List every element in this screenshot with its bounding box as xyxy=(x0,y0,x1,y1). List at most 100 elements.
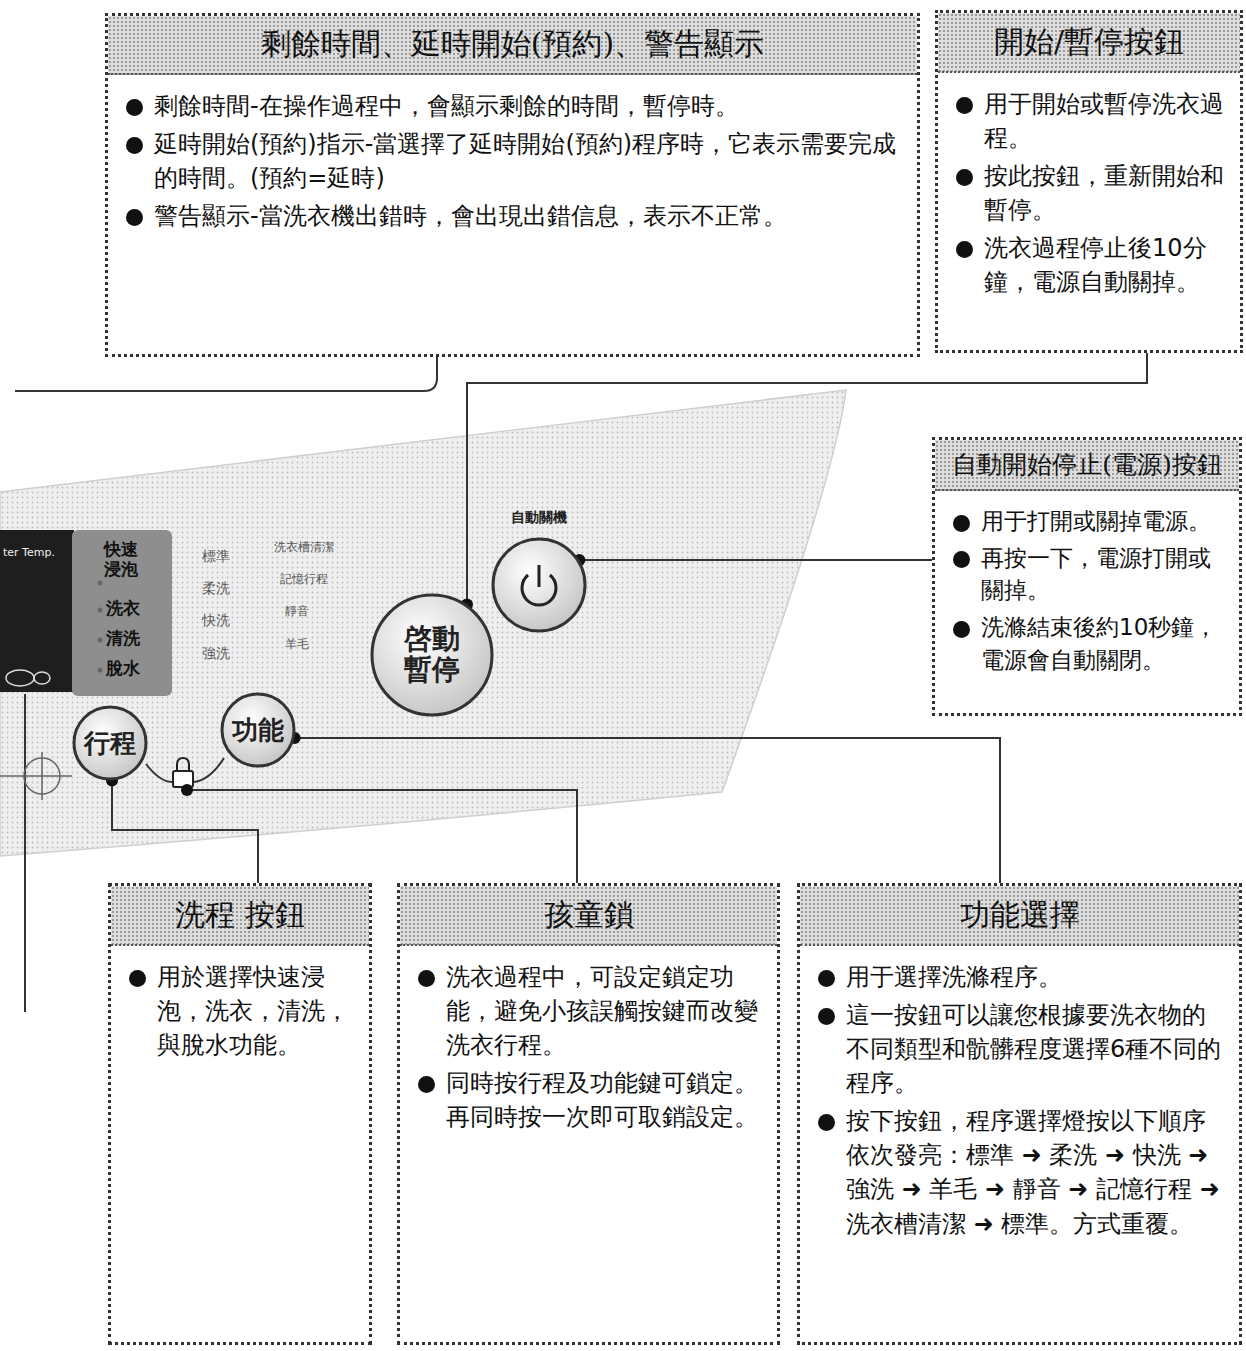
temp-knob-marks xyxy=(6,670,50,686)
bullet-item: 用于開始或暫停洗衣過程。 xyxy=(950,87,1228,155)
callout-text: 用於選擇快速浸泡，洗衣，清洗，與脫水功能。 xyxy=(157,963,349,1059)
callout-heading-band: 開始/暫停按鈕 xyxy=(938,13,1240,73)
temp-mark xyxy=(34,672,50,684)
control-panel xyxy=(0,390,846,856)
bullet-dot xyxy=(126,137,143,154)
bullet-dot xyxy=(953,515,970,532)
led xyxy=(98,608,103,613)
button-circle: 啓動 暫停 xyxy=(370,593,494,717)
bullet-item: 用于選擇洗滌程序。 xyxy=(812,960,1227,994)
callout-text: 按此按鈕，重新開始和暫停。 xyxy=(984,162,1224,224)
bullet-item: 洗滌結束後約10秒鐘，電源會自動關閉。 xyxy=(947,611,1227,676)
display-window xyxy=(0,530,74,692)
bullet-item: 再按一下，電源打開或關掉。 xyxy=(947,542,1227,607)
callout-box: 功能選擇用于選擇洗滌程序。這一按鈕可以讓您根據要洗衣物的不同類型和骯髒程度選擇6… xyxy=(797,883,1242,1345)
button-outline xyxy=(222,694,294,766)
led xyxy=(98,668,103,673)
callout-heading: 洗程 按鈕 xyxy=(175,895,305,936)
leader-line xyxy=(15,357,437,391)
bullet-item: 洗衣過程停止後10分鐘，電源自動關掉。 xyxy=(950,231,1228,299)
panel-label: 強洗 xyxy=(202,645,230,661)
bullet-item: 用於選擇快速浸泡，洗衣，清洗，與脫水功能。 xyxy=(123,960,357,1062)
leader-connector xyxy=(579,559,932,561)
leader-line xyxy=(187,790,577,883)
panel-label: 柔洗 xyxy=(202,580,230,596)
bullet-item: 警告顯示-當洗衣機出錯時，會出現出錯信息，表示不正常。 xyxy=(120,199,905,233)
lock-link-line xyxy=(146,764,172,782)
led xyxy=(98,638,103,643)
callout-text: 再按一下，電源打開或關掉。 xyxy=(981,545,1211,604)
button-circle: 功能 xyxy=(220,692,296,768)
callout-body: 用於選擇快速浸泡，洗衣，清洗，與脫水功能。 xyxy=(111,946,369,1076)
callout-body: 洗衣過程中，可設定鎖定功能，避免小孩誤觸按鍵而改變洗衣行程。同時按行程及功能鍵可… xyxy=(400,946,777,1148)
bullet-dot xyxy=(418,1076,435,1093)
bullet-item: 同時按行程及功能鍵可鎖定。 再同時按一次即可取銷設定。 xyxy=(412,1066,765,1134)
button-circle: 自動關機 xyxy=(490,510,588,634)
callout-text: 按下按鈕，程序選擇燈按以下順序依次發亮：標準 ➜ 柔洗 ➜ 快洗 ➜ 強洗 ➜ … xyxy=(846,1107,1220,1237)
button-text: 功能 xyxy=(232,716,284,745)
button-outline xyxy=(74,707,146,779)
panel-label: 洗衣槽清潔 xyxy=(274,541,334,555)
bullet-dot xyxy=(956,169,973,186)
bullet-item: 用于打開或關掉電源。 xyxy=(947,505,1227,538)
bullet-dot xyxy=(418,970,435,987)
lock-link-line xyxy=(194,758,224,782)
temp-mark xyxy=(6,670,34,686)
leader-dot xyxy=(181,784,193,796)
bullet-item: 按此按鈕，重新開始和暫停。 xyxy=(950,159,1228,227)
padlock-icon xyxy=(173,758,193,787)
bullet-dot xyxy=(956,241,973,258)
callout-text: 用于開始或暫停洗衣過程。 xyxy=(984,90,1224,152)
callout-heading: 自動開始停止(電源)按鈕 xyxy=(952,448,1222,481)
padlock-body xyxy=(173,771,193,787)
crosshair-mark xyxy=(0,752,72,800)
callout-heading: 剩餘時間、延時開始(預約)、警告顯示 xyxy=(261,24,764,65)
callout-heading: 孩童鎖 xyxy=(544,895,634,936)
callout-text: 洗衣過程中，可設定鎖定功能，避免小孩誤觸按鍵而改變洗衣行程。 xyxy=(446,963,758,1059)
led xyxy=(98,581,103,586)
callout-box: 孩童鎖洗衣過程中，可設定鎖定功能，避免小孩誤觸按鍵而改變洗衣行程。同時按行程及功… xyxy=(397,883,780,1345)
callout-box: 剩餘時間、延時開始(預約)、警告顯示剩餘時間-在操作過程中，會顯示剩餘的時間，暫… xyxy=(105,13,920,357)
panel-label: 標準 xyxy=(202,548,230,564)
padlock-shackle xyxy=(177,758,189,771)
panel-label: 靜音 xyxy=(285,605,309,619)
bullet-dot xyxy=(129,970,146,987)
panel-label: 快速 浸泡 xyxy=(104,540,144,579)
callout-heading-band: 剩餘時間、延時開始(預約)、警告顯示 xyxy=(108,16,917,75)
callout-box: 洗程 按鈕用於選擇快速浸泡，洗衣，清洗，與脫水功能。 xyxy=(108,883,372,1345)
panel-label: 清洗 xyxy=(106,629,140,649)
button-outline xyxy=(493,539,585,631)
callout-text: 延時開始(預約)指示-當選擇了延時開始(預約)程序時，它表示需要完成的時間。(預… xyxy=(154,130,896,192)
callout-text: 洗滌結束後約10秒鐘，電源會自動關閉。 xyxy=(981,614,1217,673)
bullet-item: 這一按鈕可以讓您根據要洗衣物的不同類型和骯髒程度選擇6種不同的程序。 xyxy=(812,998,1227,1100)
panel-label: 記憶行程 xyxy=(280,573,328,587)
bullet-dot xyxy=(126,99,143,116)
panel-label: 快洗 xyxy=(202,612,230,628)
button-text: 行程 xyxy=(84,729,136,758)
bullet-dot xyxy=(126,209,143,226)
callout-body: 剩餘時間-在操作過程中，會顯示剩餘的時間，暫停時。延時開始(預約)指示-當選擇了… xyxy=(108,75,917,247)
bullet-dot xyxy=(953,621,970,638)
callout-text: 警告顯示-當洗衣機出錯時，會出現出錯信息，表示不正常。 xyxy=(154,202,787,230)
bullet-dot xyxy=(953,551,970,568)
callout-heading-band: 功能選擇 xyxy=(800,886,1239,946)
cycle-indicator-area xyxy=(72,530,172,696)
bullet-item: 延時開始(預約)指示-當選擇了延時開始(預約)程序時，它表示需要完成的時間。(預… xyxy=(120,127,905,195)
leader-connector xyxy=(295,738,1000,883)
bullet-item: 剩餘時間-在操作過程中，會顯示剩餘的時間，暫停時。 xyxy=(120,89,905,123)
callout-heading-band: 孩童鎖 xyxy=(400,886,777,946)
bullet-dot xyxy=(818,1114,835,1131)
bullet-dot xyxy=(956,97,973,114)
panel-label: 羊毛 xyxy=(285,638,309,652)
callout-body: 用于選擇洗滌程序。這一按鈕可以讓您根據要洗衣物的不同類型和骯髒程度選擇6種不同的… xyxy=(800,946,1239,1255)
callout-body: 用于開始或暫停洗衣過程。按此按鈕，重新開始和暫停。洗衣過程停止後10分鐘，電源自… xyxy=(938,73,1240,313)
callout-heading: 功能選擇 xyxy=(960,895,1080,936)
leader-connector xyxy=(112,780,258,883)
bullet-item: 洗衣過程中，可設定鎖定功能，避免小孩誤觸按鍵而改變洗衣行程。 xyxy=(412,960,765,1062)
callout-heading-band: 自動開始停止(電源)按鈕 xyxy=(935,440,1239,491)
leader-line xyxy=(24,694,26,1012)
power-icon xyxy=(538,565,541,587)
callout-heading-band: 洗程 按鈕 xyxy=(111,886,369,946)
